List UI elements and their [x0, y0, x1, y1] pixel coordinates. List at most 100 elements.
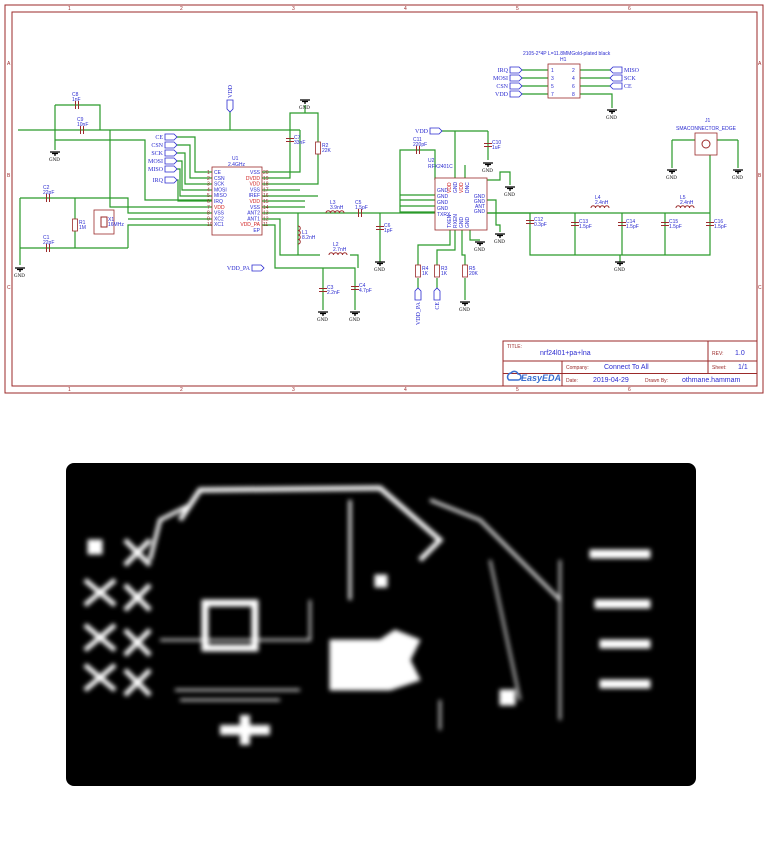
- gnd-symbol: GND: [317, 311, 328, 323]
- component-value: 1.5pF: [669, 224, 682, 230]
- net-flag-icon: [164, 157, 178, 165]
- net-label: MOSI: [148, 157, 178, 165]
- gnd-label: GND: [317, 318, 328, 323]
- component-ref: C10: [492, 140, 501, 146]
- net-label-text: MOSI: [493, 76, 508, 82]
- u1-ref: U1: [232, 156, 239, 162]
- border-column-label: 6: [628, 387, 631, 393]
- net-label: SCK: [151, 149, 178, 157]
- crystal-symbol: [93, 209, 115, 235]
- u1-pin-number: 13: [263, 211, 269, 217]
- u1-pin-name: CSN: [214, 176, 225, 182]
- u2-pin-name: GND: [465, 217, 471, 229]
- inductor-symbol: [297, 225, 301, 245]
- component-value: 1.5pF: [714, 224, 727, 230]
- net-label-text: SCK: [151, 151, 163, 157]
- net-label: CE: [609, 82, 632, 90]
- sheet-label: Sheet:: [712, 365, 726, 371]
- border-row-label: B: [7, 173, 11, 179]
- component-value: 2.4nH: [595, 200, 609, 206]
- u1-value: 2.4GHz: [228, 162, 245, 168]
- border-column-label: 2: [180, 6, 183, 12]
- u1-pin-number: 10: [207, 222, 213, 228]
- border-column-label: 6: [628, 6, 631, 12]
- u2-body: [434, 177, 488, 231]
- inductor-symbol: [590, 205, 610, 209]
- easyeda-logo: EasyEDA: [506, 370, 561, 383]
- inductor-symbol: [328, 252, 348, 256]
- u2-pin-name: GND: [437, 200, 449, 206]
- u1-pin-name: XC1: [214, 222, 224, 228]
- net-flag-icon: [609, 82, 623, 90]
- wire: [350, 130, 489, 268]
- u1-pin-name: VDD: [249, 182, 260, 188]
- u1-pin-name: VDD: [249, 199, 260, 205]
- component-ref: C5: [355, 200, 362, 206]
- u1-pin-number: 18: [263, 182, 269, 188]
- ground-icon: [50, 151, 60, 156]
- u1-body: [211, 166, 263, 236]
- gnd-symbol: GND: [732, 169, 743, 181]
- wire: [18, 110, 301, 173]
- component-value: 1.5pF: [355, 205, 368, 211]
- ground-icon: [350, 311, 360, 316]
- gnd-symbol: GND: [374, 261, 385, 273]
- border-column-label: 3: [292, 6, 295, 12]
- wire: [54, 104, 212, 201]
- capacitor-symbol: [706, 222, 714, 226]
- gnd-symbol: GND: [482, 162, 493, 174]
- h1-ref: H1: [560, 57, 567, 63]
- net-label: CE: [155, 133, 178, 141]
- u1-pin-number: 3: [207, 182, 210, 188]
- net-label: CE: [433, 287, 441, 310]
- capacitor-symbol: [46, 194, 50, 202]
- u1-pin-number: 2: [207, 176, 210, 182]
- component-value: 1.5pF: [579, 224, 592, 230]
- date-label: Date:: [566, 378, 578, 384]
- wire: [175, 136, 212, 202]
- component-ref: R1: [79, 220, 86, 226]
- component-ref: C4: [359, 283, 366, 289]
- component-l3: L33.9nH: [325, 200, 345, 214]
- net-label: VDD_PA: [227, 264, 265, 272]
- net-flag-icon: [164, 176, 178, 184]
- net-flag-icon: [509, 90, 523, 98]
- gnd-label: GND: [459, 308, 470, 313]
- component-value: 16MHz: [108, 222, 124, 228]
- component-ref: L2: [333, 242, 339, 248]
- u1-pin-number: 12: [263, 216, 269, 222]
- net-flag-icon: [609, 74, 623, 82]
- title-value: nrf24l01+pa+lna: [540, 350, 591, 357]
- net-label-text: VDD: [228, 84, 234, 98]
- resistor-symbol: [315, 141, 321, 155]
- component-ref: R3: [441, 266, 448, 272]
- gnd-label: GND: [349, 318, 360, 323]
- capacitor-symbol: [80, 126, 84, 134]
- ground-icon: [15, 267, 25, 272]
- u1-pin-number: 9: [207, 216, 210, 222]
- component-ref: C16: [714, 219, 723, 225]
- u2-pin-name: GND: [437, 194, 449, 200]
- h1-pin-number: 8: [572, 92, 575, 98]
- net-label: MISO: [148, 165, 178, 173]
- gnd-symbol: GND: [459, 301, 470, 313]
- h1-pin-number: 1: [551, 68, 554, 74]
- gnd-label: GND: [666, 176, 677, 181]
- h1-header: 2105-2*4P L=11.8MMGold-plated blackH1135…: [523, 51, 611, 99]
- gnd-label: GND: [614, 268, 625, 273]
- component-ref: C14: [626, 219, 635, 225]
- component-ref: C13: [579, 219, 588, 225]
- net-flag-icon: [429, 127, 443, 135]
- border-row-label: C: [758, 285, 762, 291]
- component-value: 1uF: [492, 145, 501, 151]
- u1-pin-name: IRQ: [214, 199, 223, 205]
- u1-pin-name: VSS: [214, 211, 225, 217]
- u2-pin-name: GND: [453, 182, 459, 194]
